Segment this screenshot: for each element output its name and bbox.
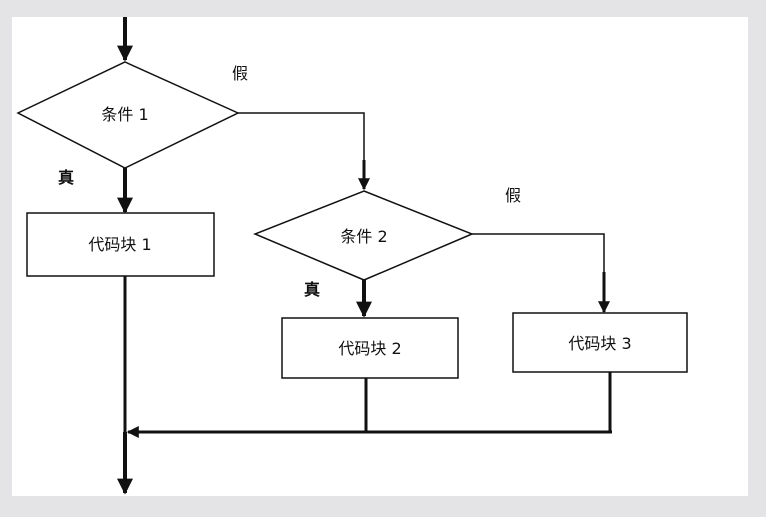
code-block-2-label: 代码块 2 [338,339,401,358]
cond2-false-label: 假 [505,186,521,205]
code-block-1[interactable] [26,212,215,277]
condition-1-diamond[interactable] [16,61,240,169]
cond2-false-connector [472,233,605,280]
cond1-true-label: 真 [58,168,74,187]
condition-2-diamond[interactable] [253,190,474,281]
code-block-1-label: 代码块 1 [88,235,151,254]
code-block-3[interactable] [512,312,688,373]
code-block-2[interactable] [281,317,459,379]
cond2-true-label: 真 [304,280,320,299]
cond1-false-label: 假 [232,64,248,83]
condition-1-label: 条件 1 [101,105,148,124]
condition-2-label: 条件 2 [340,227,387,246]
code-block-3-label: 代码块 3 [568,334,631,353]
